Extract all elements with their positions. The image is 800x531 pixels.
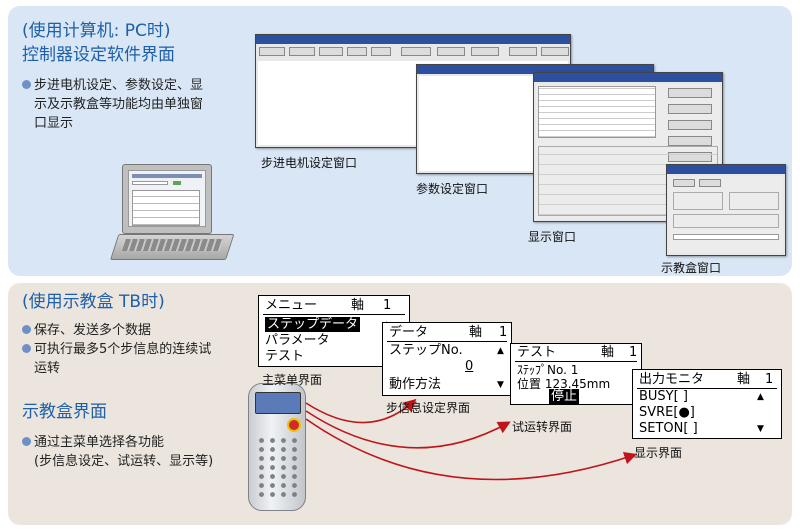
lcd-axis-value: 1 [499,325,508,340]
tb-ui-bullet: 通过主菜单选择各功能 (步信息设定、试运转、显示等) [22,433,213,471]
window-titlebar [256,35,570,44]
menu-item-step-data[interactable]: ステップデータ [265,317,361,332]
tb-feature-bullet-1: 保存、发送多个数据 [22,321,151,340]
pc-feature-bullet: 步进电机设定、参数设定、显 示及示教盒等功能均由单独窗 口显示 [22,76,203,133]
caption-display-screen: 显示界面 [634,446,683,460]
laptop-screen [128,170,206,227]
tb-feature-bullet-2: 可执行最多5个步信息的连续试 运转 [22,340,211,378]
caption-trial-run: 试运转界面 [512,420,573,434]
display-window [533,72,723,222]
lcd-title: 出力モニタ [639,372,705,387]
scroll-down-icon: ▼ [757,424,764,434]
tb-section-title: (使用示教盒 TB时) [22,292,165,312]
lcd-axis-label: 軸 [737,372,751,387]
bullet-dot-icon [22,437,31,446]
teaching-box-window [666,164,786,256]
tb-ui-title: 示教盒界面 [22,402,107,422]
menu-item-test[interactable]: テスト [265,349,305,364]
arrow-to-step-screen [305,398,417,424]
caption-main-menu: 主菜单界面 [262,373,323,387]
step-number-value[interactable]: 0 [465,359,474,374]
caption-teaching-window: 示教盒窗口 [661,261,722,275]
menu-item-parameter[interactable]: パラメータ [265,333,330,348]
window-titlebar [417,65,653,74]
flow-arrows [305,398,638,481]
lcd-axis-value: 1 [629,345,638,360]
busy-signal: BUSY[ ] [639,389,688,404]
lcd-axis-label: 軸 [351,298,365,313]
stop-status[interactable]: 停止 [549,389,580,404]
teaching-pendant-illustration [248,383,306,511]
trial-step-number: ｽﾃｯﾌﾟNo. 1 [517,363,579,377]
operation-method-label: 動作方法 [389,377,442,392]
pc-section-subtitle: 控制器设定软件界面 [22,45,175,65]
lcd-title: データ [389,325,429,340]
teaching-box-panel: (使用示教盒 TB时) 保存、发送多个数据 可执行最多5个步信息的连续试 运转 … [8,283,792,525]
caption-stepper-window: 步进电机设定窗口 [261,156,358,170]
caption-display-window: 显示窗口 [528,230,577,244]
bullet-dot-icon [22,325,31,334]
lcd-step-setting: データ 軸 1 ステップNo. ▲ 0 動作方法 ▼ [382,322,512,396]
window-titlebar [534,73,722,82]
svre-signal: SVRE[●] [639,405,695,420]
laptop-illustration [110,164,235,268]
lcd-axis-value: 1 [765,372,774,387]
lcd-axis-label: 軸 [469,325,483,340]
pc-section-title: (使用计算机: PC时) [22,21,171,41]
step-number-label: ステップNo. [389,343,463,358]
lcd-axis-value: 1 [383,298,392,313]
lcd-axis-label: 軸 [601,345,615,360]
seton-signal: SETON[ ] [639,421,698,436]
emergency-stop-icon [287,418,301,432]
bullet-dot-icon [22,344,31,353]
trial-position: 位置 123.45mm [517,377,611,391]
window-titlebar [667,165,785,174]
caption-parameter-window: 参数设定窗口 [416,182,489,196]
scroll-up-icon: ▲ [497,346,504,356]
caption-step-setting: 步信息设定界面 [386,401,471,415]
lcd-trial-run: テスト 軸 1 ｽﾃｯﾌﾟNo. 1 位置 123.45mm 停止 [510,343,642,405]
scroll-down-icon: ▼ [497,380,504,390]
lcd-title: メニュー [265,298,318,313]
lcd-title: テスト [517,345,557,360]
scroll-up-icon: ▲ [757,392,764,402]
lcd-output-monitor: 出力モニタ 軸 1 BUSY[ ] ▲ SVRE[●] SETON[ ] ▼ [632,369,782,439]
bullet-dot-icon [22,80,31,89]
arrow-to-display-screen [305,418,638,481]
arrow-to-trial-screen [305,410,511,449]
pc-software-panel: (使用计算机: PC时) 控制器设定软件界面 步进电机设定、参数设定、显 示及示… [8,6,792,276]
lcd-main-menu: メニュー 軸 1 ステップデータ ▲ パラメータ テスト ▼ [258,295,410,367]
